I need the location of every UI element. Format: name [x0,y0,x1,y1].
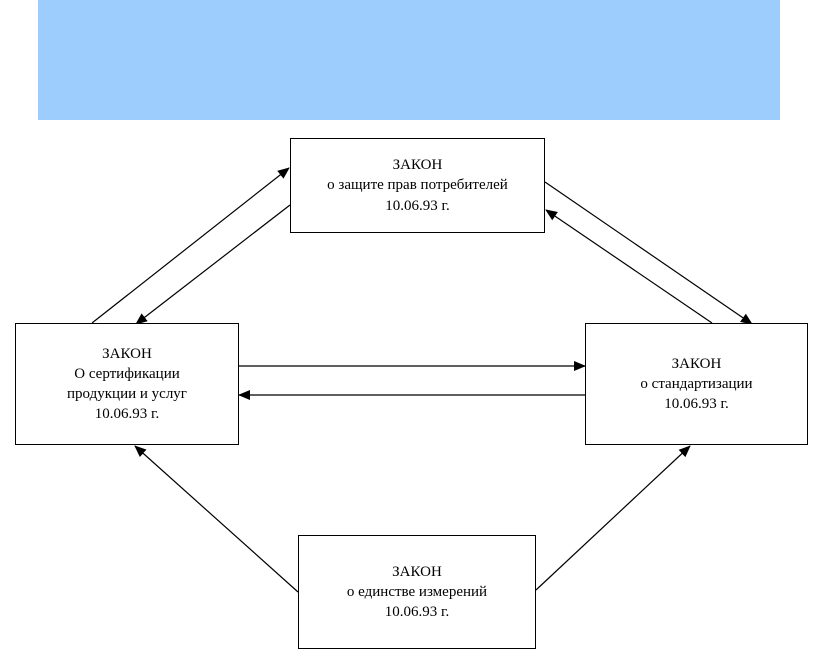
law-heading: ЗАКОН [671,355,722,372]
arrow-consumer-to-cert [135,204,291,325]
law-subject: о стандартизации [640,375,753,392]
law-heading: ЗАКОН [392,157,443,174]
arrow-consumer-to-standard [544,181,753,325]
law-heading: ЗАКОН [102,345,152,362]
law-date: 10.06.93 г. [384,604,450,621]
law-subject-line1: О сертификации [74,365,180,382]
arrow-standard-to-consumer [545,209,713,324]
law-box-consumer-rights: ЗАКОН о защите прав потребителей 10.06.9… [290,138,545,233]
law-box-certification: ЗАКОН О сертификации продукции и услуг 1… [15,323,239,445]
arrow-measure-to-cert [134,445,299,593]
law-date: 10.06.93 г. [385,197,450,214]
law-box-measurement-uniformity: ЗАКОН о единстве измерений 10.06.93 г. [298,535,536,649]
law-subject: о защите прав потребителей [327,177,508,194]
arrow-cert-to-consumer [91,167,290,324]
law-heading: ЗАКОН [392,563,442,580]
law-date: 10.06.93 г. [664,396,729,413]
law-box-standardization: ЗАКОН о стандартизации 10.06.93 г. [585,323,808,445]
header-banner [38,0,780,120]
law-date: 10.06.93 г. [94,406,160,423]
law-subject-line2: продукции и услуг [67,386,187,402]
law-subject: о единстве измерений [346,583,488,600]
arrow-measure-to-standard [535,445,691,591]
